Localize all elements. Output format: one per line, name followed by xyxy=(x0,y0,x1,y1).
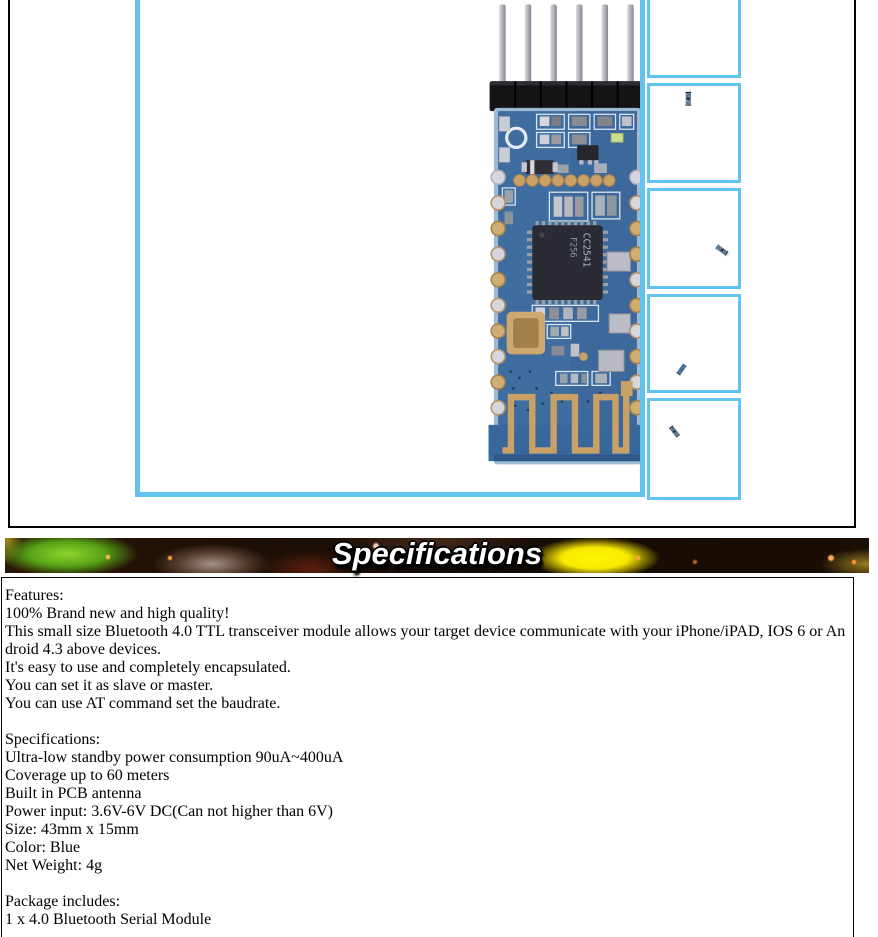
description-line: Specifications: xyxy=(5,731,101,748)
thumbnail-angled-flat-view[interactable] xyxy=(647,188,741,289)
description-line: Built in PCB antenna xyxy=(5,785,142,802)
thumbnail-angled-pins-left-image xyxy=(650,401,738,497)
description-line: 1 x 4.0 Bluetooth Serial Module xyxy=(5,911,212,928)
product-description: Features: 100% Brand new and high qualit… xyxy=(1,577,854,937)
description-line xyxy=(5,875,851,893)
description-line: Net Weight: 4g xyxy=(5,857,103,874)
description-line: Color: Blue xyxy=(5,839,81,856)
thumbnail-back-view[interactable] xyxy=(647,0,741,78)
thumbnail-angled-flat-image xyxy=(650,191,738,286)
description-line: 100% Brand new and high quality! xyxy=(5,605,230,622)
product-photo-front xyxy=(140,0,640,486)
thumbnail-angled-pins-left-view[interactable] xyxy=(647,398,741,500)
thumbnail-front-view-image xyxy=(650,86,738,180)
description-line: Features: xyxy=(5,587,64,604)
thumbnail-front-view[interactable] xyxy=(647,83,741,183)
description-line: droid 4.3 above devices. xyxy=(5,641,161,658)
main-product-image[interactable] xyxy=(135,0,645,497)
description-line xyxy=(5,713,851,731)
description-line: It's easy to use and completely encapsul… xyxy=(5,659,291,676)
specifications-title: Specifications xyxy=(331,536,543,571)
thumbnail-back-view-image xyxy=(650,0,738,75)
product-image-panel xyxy=(8,0,856,528)
description-line: This small size Bluetooth 4.0 TTL transc… xyxy=(5,623,846,640)
description-line: You can use AT command set the baudrate. xyxy=(5,695,281,712)
description-line: Package includes: xyxy=(5,893,121,910)
description-line: You can set it as slave or master. xyxy=(5,677,214,694)
description-line: Ultra-low standby power consumption 90uA… xyxy=(5,749,344,766)
description-line: Size: 43mm x 15mm xyxy=(5,821,139,838)
specifications-banner: Specifications xyxy=(5,536,869,573)
description-line: Coverage up to 60 meters xyxy=(5,767,170,784)
thumbnail-angled-back-image xyxy=(650,297,738,390)
thumbnail-angled-back-view[interactable] xyxy=(647,294,741,393)
description-line: Power input: 3.6V-6V DC(Can not higher t… xyxy=(5,803,333,820)
